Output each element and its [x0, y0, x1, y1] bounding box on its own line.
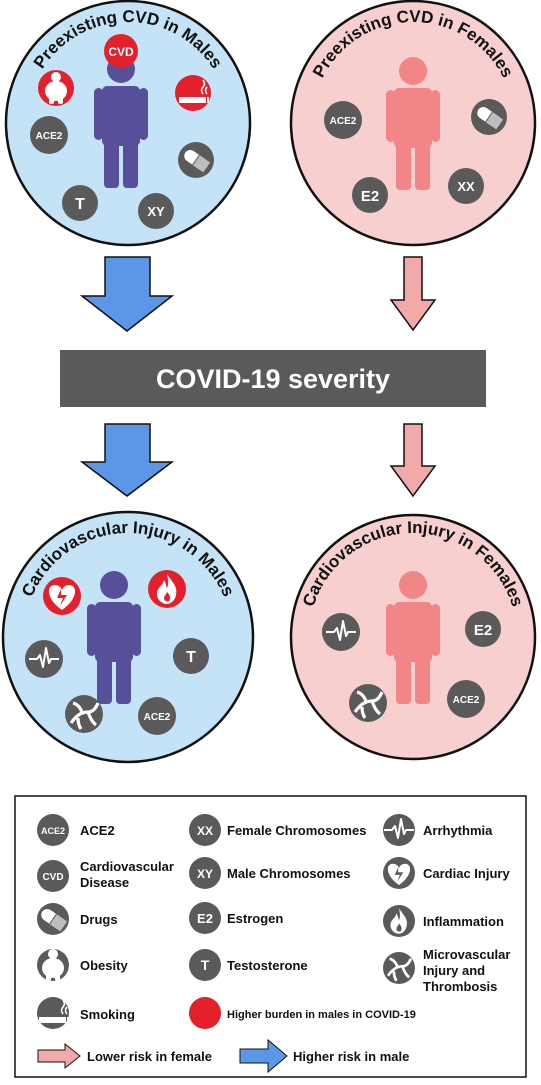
- xx-badge: XX: [448, 168, 484, 204]
- svg-text:ACE2: ACE2: [80, 823, 115, 838]
- svg-text:XX: XX: [457, 179, 475, 194]
- ace2-badge: ACE2: [138, 697, 176, 735]
- ace2-badge: ACE2: [447, 680, 485, 718]
- severity-banner: [60, 350, 486, 407]
- svg-text:Disease: Disease: [80, 875, 129, 890]
- svg-text:CVD: CVD: [108, 45, 134, 59]
- legend-ace2: ACE2 ACE2: [37, 814, 115, 846]
- bottom-right-panel: Cardiovascular Injury in Females E2 ACE2: [289, 513, 537, 761]
- svg-text:E2: E2: [361, 188, 379, 205]
- legend-red-dot: Higher burden in males in COVID-19: [189, 997, 416, 1029]
- drugs-badge: [178, 142, 214, 178]
- svg-text:Female Chromosomes: Female Chromosomes: [227, 823, 366, 838]
- svg-text:Higher risk in male: Higher risk in male: [293, 1049, 409, 1064]
- legend-box: [14, 795, 527, 1078]
- flame-icon: [390, 908, 407, 934]
- svg-text:ACE2: ACE2: [453, 695, 480, 706]
- cvd-badge: CVD: [104, 34, 138, 68]
- legend-drugs: Drugs: [37, 903, 118, 935]
- svg-text:Higher burden in males in COVI: Higher burden in males in COVID-19: [227, 1009, 416, 1021]
- drugs-badge: [471, 99, 507, 135]
- inflammation-badge: [148, 570, 186, 608]
- legend-microvascular: Microvascular Injury and Thrombosis: [383, 947, 510, 994]
- svg-text:Injury and: Injury and: [423, 963, 485, 978]
- legend-inflammation: Inflammation: [383, 905, 504, 937]
- top-right-panel: Preexisting CVD in Females ACE2 E2 XX: [289, 0, 537, 247]
- svg-text:Inflammation: Inflammation: [423, 914, 504, 929]
- svg-text:ACE2: ACE2: [36, 131, 63, 142]
- blue-arrow-icon: [79, 256, 175, 332]
- t-badge: T: [173, 638, 209, 674]
- svg-text:ACE2: ACE2: [330, 116, 357, 127]
- top-left-panel: Preexisting CVD in Males CVD ACE2 T: [4, 0, 252, 247]
- svg-text:T: T: [75, 196, 85, 213]
- svg-text:XY: XY: [197, 867, 213, 881]
- xy-badge: XY: [138, 193, 174, 229]
- svg-text:Estrogen: Estrogen: [227, 911, 283, 926]
- svg-text:XY: XY: [147, 204, 165, 219]
- arrow-icon: [239, 1038, 288, 1074]
- svg-text:Male Chromosomes: Male Chromosomes: [227, 866, 351, 881]
- blue-arrow-icon: [79, 423, 175, 497]
- svg-text:Arrhythmia: Arrhythmia: [423, 823, 493, 838]
- legend-pink-arrow: Lower risk in female: [37, 1042, 212, 1070]
- svg-text:Microvascular: Microvascular: [423, 947, 510, 962]
- e2-badge: E2: [465, 611, 501, 647]
- pink-arrow-icon: [389, 423, 437, 498]
- svg-text:XX: XX: [197, 824, 213, 838]
- ace2-badge: ACE2: [324, 101, 362, 139]
- svg-text:Lower risk in female: Lower risk in female: [87, 1049, 212, 1064]
- obesity-badge: [38, 70, 74, 106]
- legend-arrhythmia: Arrhythmia: [383, 814, 493, 846]
- svg-text:E2: E2: [197, 911, 213, 926]
- svg-text:E2: E2: [474, 622, 492, 639]
- svg-text:ACE2: ACE2: [41, 826, 65, 836]
- arrhythmia-badge: [25, 640, 63, 678]
- svg-text:ACE2: ACE2: [144, 712, 171, 723]
- microvascular-badge: [349, 684, 387, 722]
- smoking-badge: [175, 75, 211, 111]
- svg-text:Obesity: Obesity: [80, 958, 128, 973]
- arrow-icon: [37, 1042, 81, 1070]
- legend-blue-arrow: Higher risk in male: [239, 1038, 409, 1074]
- legend-smoking: Smoking: [37, 997, 135, 1029]
- svg-text:Testosterone: Testosterone: [227, 958, 308, 973]
- legend-cardiac-injury: Cardiac Injury: [383, 857, 510, 889]
- ace2-badge: ACE2: [30, 116, 68, 154]
- svg-text:Thrombosis: Thrombosis: [423, 979, 497, 994]
- microvascular-badge: [65, 695, 103, 733]
- legend-xx: XX Female Chromosomes: [189, 814, 366, 846]
- svg-text:T: T: [201, 957, 210, 973]
- svg-text:CVD: CVD: [42, 872, 63, 883]
- t-badge: T: [62, 185, 98, 221]
- svg-text:T: T: [186, 649, 196, 666]
- legend: ACE2 ACE2 CVD Cardiovascular Disease Dru…: [14, 795, 527, 1078]
- cardiac-injury-badge: [43, 577, 81, 615]
- svg-text:Smoking: Smoking: [80, 1007, 135, 1022]
- arrhythmia-badge: [322, 613, 360, 651]
- severity-text: COVID-19 severity: [156, 364, 390, 394]
- legend-xy: XY Male Chromosomes: [189, 857, 351, 889]
- legend-cvd: CVD Cardiovascular Disease: [37, 859, 174, 892]
- svg-text:Drugs: Drugs: [80, 912, 118, 927]
- e2-badge: E2: [352, 177, 388, 213]
- svg-text:Cardiac Injury: Cardiac Injury: [423, 866, 510, 881]
- pink-arrow-icon: [389, 256, 437, 332]
- legend-obesity: Obesity: [37, 949, 128, 981]
- svg-text:Cardiovascular: Cardiovascular: [80, 859, 174, 874]
- legend-t: T Testosterone: [189, 949, 308, 981]
- bottom-left-panel: Cardiovascular Injury in Males T ACE2: [1, 510, 255, 764]
- legend-e2: E2 Estrogen: [189, 902, 283, 934]
